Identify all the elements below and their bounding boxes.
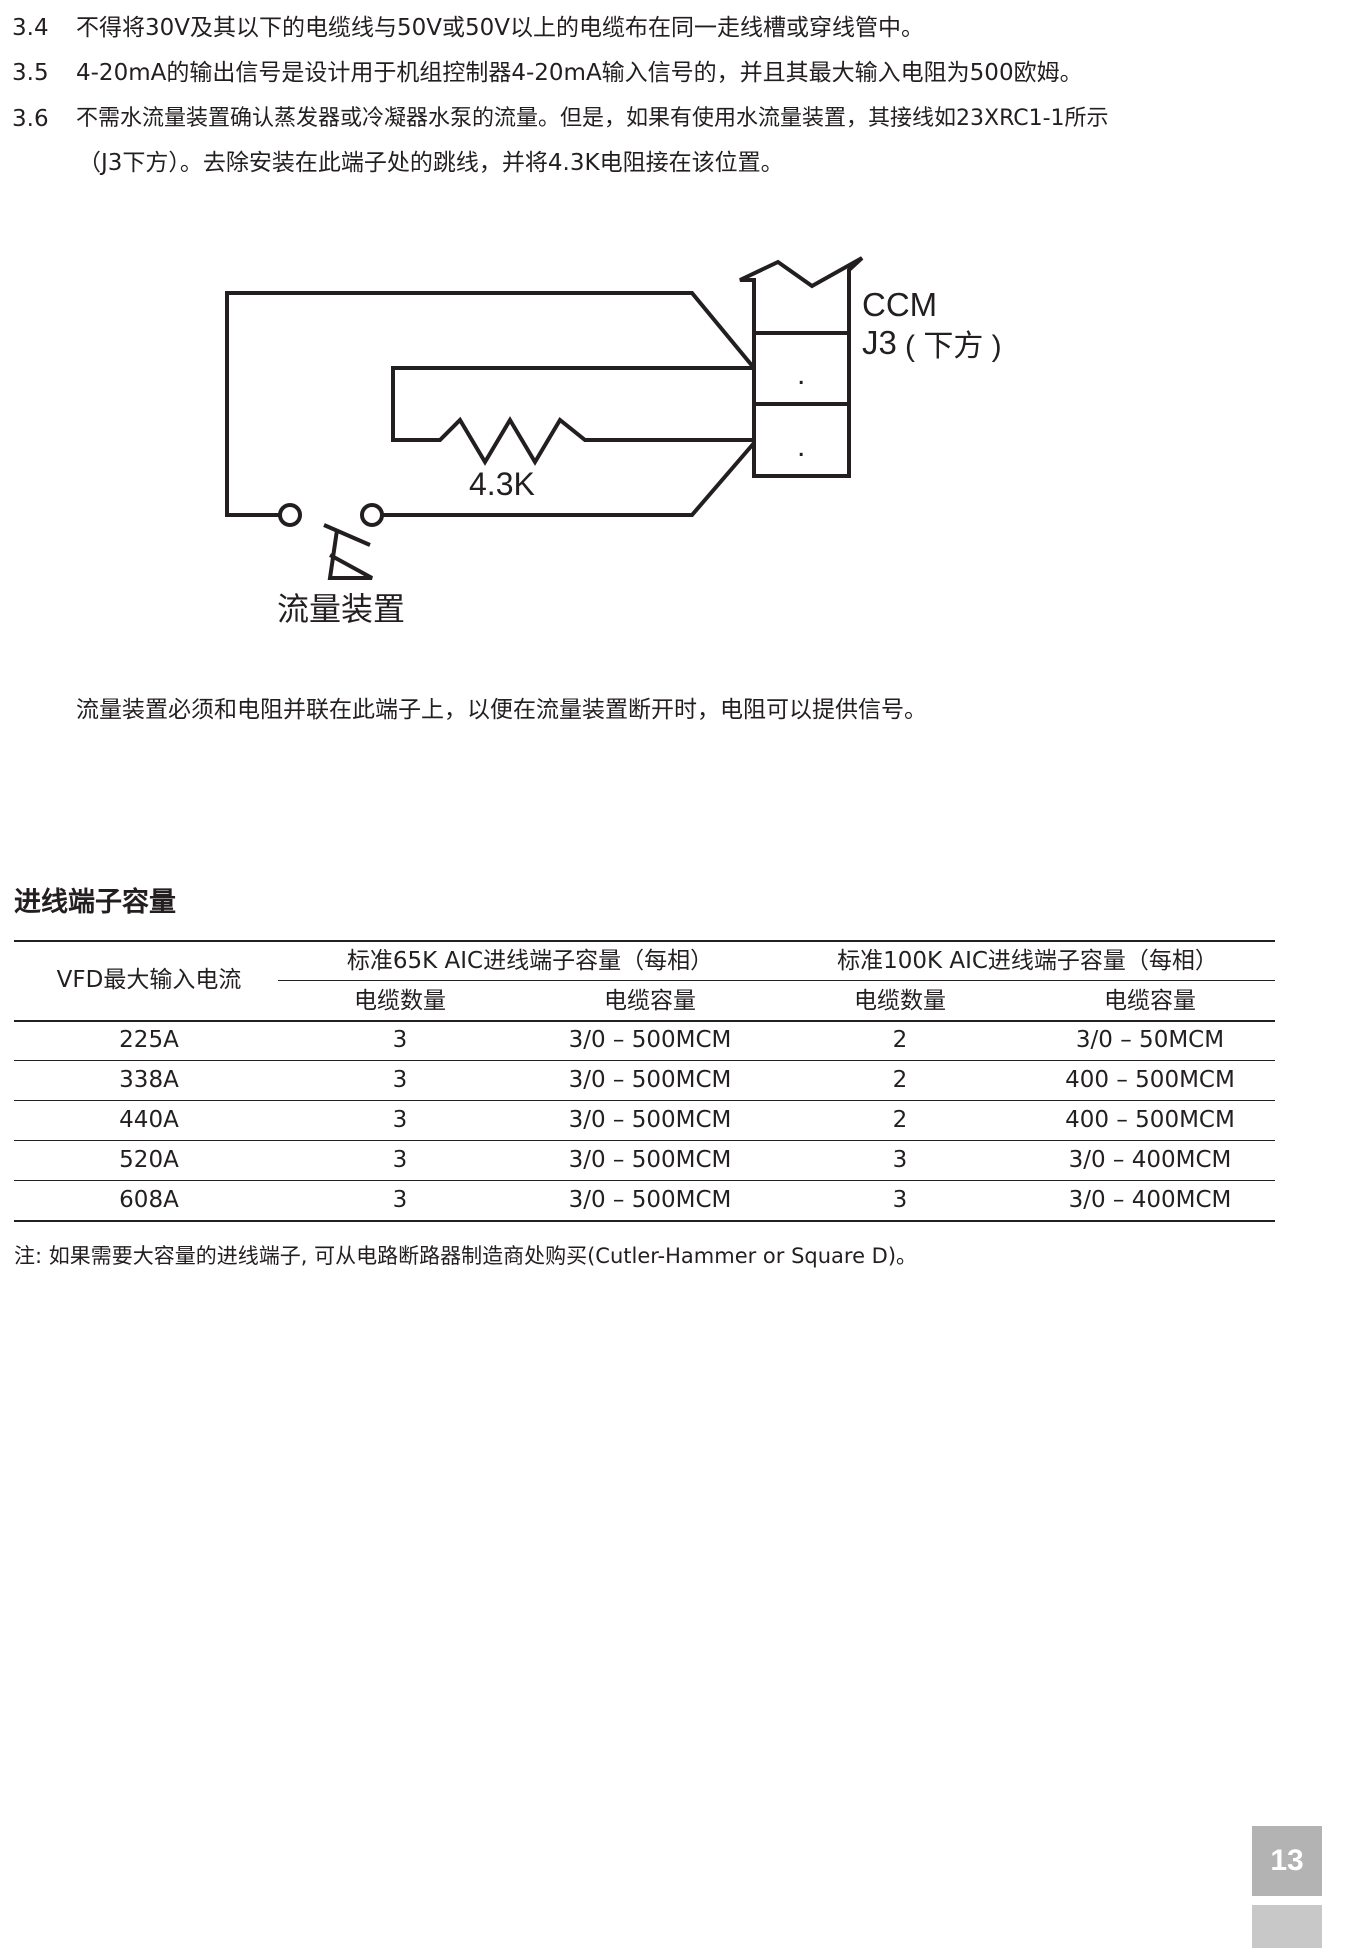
- table-cell: 3/0 – 400MCM: [1068, 1187, 1232, 1213]
- table-cell: 3: [392, 1107, 408, 1133]
- section-title: 进线端子容量: [14, 887, 176, 918]
- table-cell: 3: [392, 1067, 408, 1093]
- switch-contact-right: [360, 503, 384, 527]
- table-cell: 3/0 – 500MCM: [568, 1107, 732, 1133]
- resistor-label: 4.3K: [469, 466, 535, 502]
- paragraph-number: 3.5: [12, 60, 49, 86]
- group-header-100k: 标准100K AIC进线端子容量（每相）: [837, 948, 1218, 974]
- wiring-diagram: CCM J3 ( 下方 ) . . 4.3K 流量装置: [225, 256, 1002, 627]
- table-cell: 3/0 – 50MCM: [1075, 1027, 1225, 1053]
- outer-wire: [225, 291, 756, 517]
- table-cell: 3/0 – 500MCM: [568, 1067, 732, 1093]
- table-footnote: 注: 如果需要大容量的进线端子, 可从电路断路器制造商处购买(Cutler-Ha…: [14, 1244, 918, 1268]
- table-cell: 3: [392, 1027, 408, 1053]
- table-cell: 3: [892, 1187, 908, 1213]
- table-cell: 3: [392, 1187, 408, 1213]
- outer-wire-return: [380, 441, 756, 517]
- page-number-tab: 13: [1252, 1826, 1322, 1896]
- page-number: 13: [1270, 1844, 1304, 1877]
- table-cell: 3/0 – 500MCM: [568, 1027, 732, 1053]
- j3-label: J3: [862, 324, 897, 361]
- row-rule: [14, 1060, 1275, 1061]
- table-cell: 608A: [119, 1187, 179, 1213]
- paragraph-text: 不得将30V及其以下的电缆线与50V或50V以上的电缆布在同一走线槽或穿线管中。: [76, 15, 925, 41]
- table-cell: 400 – 500MCM: [1065, 1107, 1235, 1133]
- table-cell: 3/0 – 500MCM: [568, 1147, 732, 1173]
- table-cell: 225A: [119, 1027, 179, 1053]
- group-header-65k: 标准65K AIC进线端子容量（每相）: [346, 948, 714, 974]
- table-cell: 3: [892, 1147, 908, 1173]
- ccm-label: CCM: [862, 286, 937, 323]
- table-cell: 2: [892, 1027, 908, 1053]
- table-cell: 440A: [119, 1107, 179, 1133]
- terminal-dot-1: .: [797, 358, 805, 391]
- group-header-rule: [278, 980, 1275, 981]
- sub-header: 电缆容量: [604, 988, 696, 1014]
- row-rule: [14, 1100, 1275, 1101]
- terminal-break: [739, 256, 864, 333]
- paragraph-3-6: 3.6 不需水流量装置确认蒸发器或冷凝器水泵的流量。但是，如果有使用水流量装置，…: [12, 104, 1337, 184]
- table-cell: 2: [892, 1067, 908, 1093]
- paragraph-text-continued: （J3下方）。去除安装在此端子处的跳线，并将4.3K电阻接在该位置。: [78, 150, 784, 176]
- table-bottom-rule: [14, 1220, 1275, 1222]
- terminal-dot-2: .: [797, 430, 805, 463]
- switch-arm: [323, 523, 371, 547]
- sub-header: 电缆容量: [1104, 988, 1196, 1014]
- table-cell: 2: [892, 1107, 908, 1133]
- table-cell: 338A: [119, 1067, 179, 1093]
- table-cell: 520A: [119, 1147, 179, 1173]
- table-cell: 3/0 – 500MCM: [568, 1187, 732, 1213]
- paragraph-number: 3.4: [12, 15, 49, 41]
- row-header: VFD最大输入电流: [56, 967, 242, 993]
- paragraph-number: 3.6: [12, 106, 49, 132]
- sub-header: 电缆数量: [854, 988, 946, 1014]
- page-edge-tab: [1252, 1905, 1322, 1948]
- switch-contact-left: [278, 503, 302, 527]
- switch-actuator: [327, 529, 373, 580]
- table-cell: 3: [392, 1147, 408, 1173]
- j3-position-label: ( 下方 ): [905, 330, 1002, 363]
- table-top-rule: [14, 940, 1275, 942]
- diagram-caption: 流量装置必须和电阻并联在此端子上，以便在流量装置断开时，电阻可以提供信号。: [76, 697, 927, 723]
- paragraph-text: 4-20mA的输出信号是设计用于机组控制器4-20mA输入信号的，并且其最大输入…: [76, 60, 1083, 86]
- table-cell: 400 – 500MCM: [1065, 1067, 1235, 1093]
- flow-device-label: 流量装置: [277, 591, 405, 627]
- paragraph-text: 不需水流量装置确认蒸发器或冷凝器水泵的流量。但是，如果有使用水流量装置，其接线如…: [76, 106, 1109, 131]
- row-rule: [14, 1180, 1275, 1181]
- sub-header: 电缆数量: [354, 988, 446, 1014]
- row-rule: [14, 1140, 1275, 1141]
- resistor-wire: [391, 366, 754, 466]
- header-bottom-rule: [14, 1020, 1275, 1022]
- table-cell: 3/0 – 400MCM: [1068, 1147, 1232, 1173]
